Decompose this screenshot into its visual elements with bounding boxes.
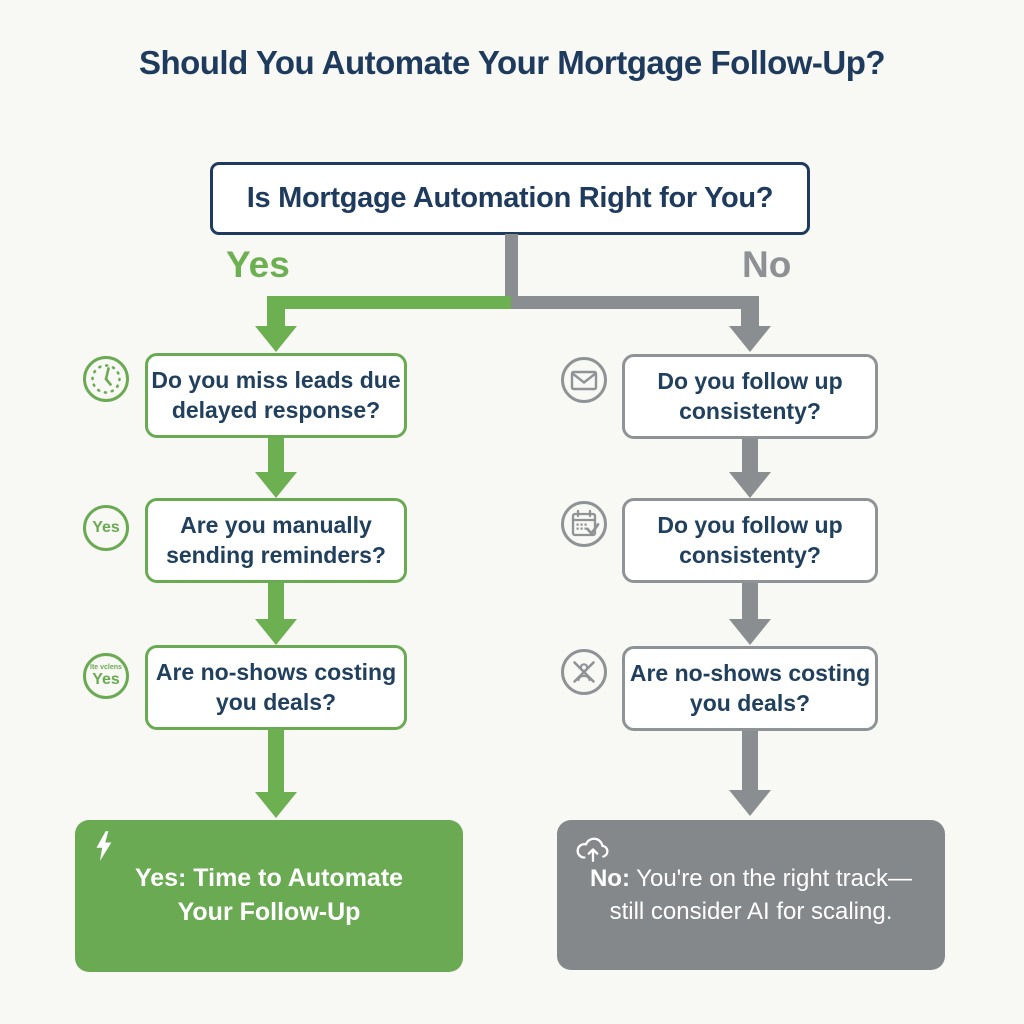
lightning-icon	[93, 830, 114, 862]
yes-branch-label: Yes	[226, 244, 290, 285]
no-step-2-line2: consistenty?	[679, 541, 821, 568]
no-result-line1-rest: You're on the right track—	[629, 864, 913, 892]
no-result-prefix: No:	[589, 864, 630, 892]
no-step-2-line1: Do you follow up	[657, 511, 843, 538]
connector-yes-hbar	[267, 296, 511, 309]
no-step-1-line1: Do you follow up	[657, 367, 843, 394]
no-branch-arrow-stem	[741, 296, 759, 326]
yes-step-3-box: Are no-shows costing you deals?	[145, 645, 407, 730]
yes-branch-arrow-head	[255, 326, 297, 352]
no-arrow-2-head	[729, 619, 771, 645]
yes-result-line2: Your Follow-Up	[177, 898, 361, 926]
yes-branch-arrow-stem	[267, 296, 285, 326]
no-result-box: No: You're on the right track— still con…	[557, 820, 945, 970]
no-step-3-line1: Are no-shows costing	[629, 659, 871, 686]
yes-step-1-box: Do you miss leads due delayed response?	[145, 353, 407, 438]
no-arrow-1-head	[729, 472, 771, 498]
connector-main-stem	[505, 234, 518, 309]
yes-stamp-icon-label: Yes	[92, 671, 120, 688]
yes-step-1-line1: Do you miss leads due	[151, 366, 401, 393]
root-question-text: Is Mortgage Automation Right for You?	[246, 182, 774, 214]
yes-arrow-3-head	[255, 792, 297, 818]
yes-result-line1: Yes: Time to Automate	[134, 864, 404, 893]
no-step-3-box: Are no-shows costing you deals?	[622, 646, 878, 731]
connector-no-hbar	[511, 296, 759, 309]
cloud-upload-icon	[572, 831, 614, 864]
no-step-3-line2: you deals?	[689, 689, 811, 716]
calendar-check-icon	[561, 501, 607, 547]
yes-step-2-line2: sending reminders?	[166, 541, 386, 568]
no-arrow-2-stem	[742, 583, 758, 621]
yes-result-box: Yes: Time to Automate Your Follow-Up	[75, 820, 463, 972]
yes-circle-icon: Yes	[83, 505, 129, 551]
page-title: Should You Automate Your Mortgage Follow…	[138, 44, 886, 81]
yes-step-3-line1: Are no-shows costing	[155, 658, 397, 685]
no-step-2-box: Do you follow up consistenty?	[622, 498, 878, 583]
yes-step-1-line2: delayed response?	[171, 396, 381, 423]
yes-step-2-line1: Are you manually	[180, 511, 372, 538]
yes-stamp-icon: Ite vclens Yes	[83, 653, 129, 699]
yes-step-3-line2: you deals?	[215, 688, 337, 715]
no-step-1-box: Do you follow up consistenty?	[622, 354, 878, 439]
yes-arrow-2-head	[255, 619, 297, 645]
no-arrow-1-stem	[742, 438, 758, 474]
yes-stamp-icon-small-label: Ite vclens	[90, 664, 122, 671]
yes-arrow-1-stem	[268, 438, 284, 474]
yes-arrow-1-head	[255, 472, 297, 498]
yes-step-2-box: Are you manually sending reminders?	[145, 498, 407, 583]
no-arrow-3-stem	[742, 731, 758, 792]
no-branch-arrow-head	[729, 326, 771, 352]
no-result-line2: still consider AI for scaling.	[609, 898, 893, 925]
no-result-line1: No: You're on the right track—	[590, 862, 912, 895]
no-step-1-line2: consistenty?	[679, 397, 821, 424]
root-question-box: Is Mortgage Automation Right for You?	[210, 162, 810, 235]
yes-arrow-3-stem	[268, 729, 284, 794]
no-show-icon	[561, 649, 607, 695]
envelope-icon	[561, 357, 607, 403]
clock-icon	[83, 356, 129, 402]
no-arrow-3-head	[729, 790, 771, 816]
no-branch-label: No	[742, 244, 792, 285]
yes-circle-icon-label: Yes	[92, 519, 120, 536]
yes-arrow-2-stem	[268, 583, 284, 621]
